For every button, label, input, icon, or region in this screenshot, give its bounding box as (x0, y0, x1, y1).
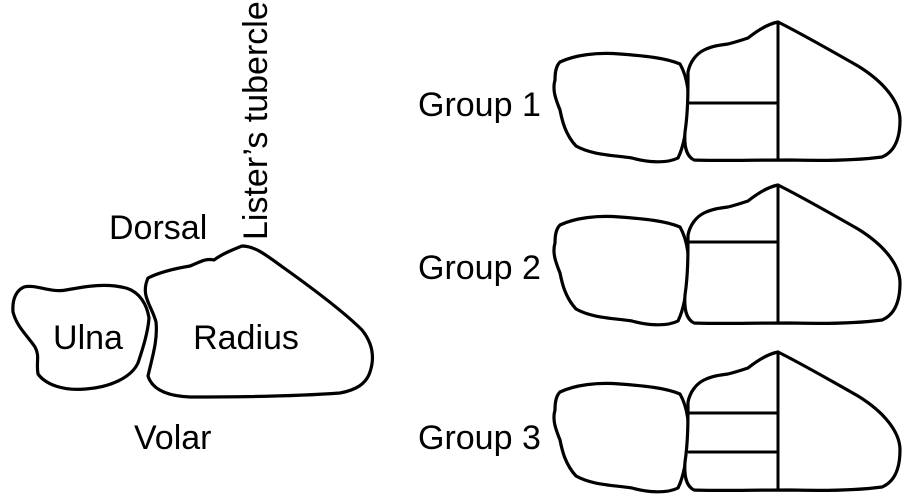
group-2-cross-section: Group 2 (418, 185, 900, 325)
volar-label: Volar (134, 419, 212, 457)
ulna-label: Ulna (53, 319, 123, 357)
group-2-radius-outline (685, 185, 900, 323)
group-2-shapes (554, 185, 900, 325)
group-1-ulna-outline (554, 53, 689, 161)
group-3-cross-section: Group 3 (418, 352, 900, 492)
group-1-shapes (554, 22, 900, 162)
group-1-radius-outline (685, 22, 900, 160)
reference-cross-section: Ulna Radius Dorsal Volar Lister’s tuberc… (13, 1, 373, 457)
group-3-ulna-outline (554, 383, 689, 491)
group-2-label: Group 2 (418, 249, 541, 287)
radius-label: Radius (193, 319, 299, 357)
group-1-label: Group 1 (418, 86, 541, 124)
group-2-ulna-outline (554, 216, 689, 324)
group-3-radius-outline (685, 352, 900, 490)
group-3-shapes (554, 352, 900, 492)
group-3-label: Group 3 (418, 419, 541, 457)
group-1-cross-section: Group 1 (418, 22, 900, 162)
lister-tubercle-label: Lister’s tubercle (237, 1, 275, 240)
dorsal-label: Dorsal (109, 209, 207, 247)
